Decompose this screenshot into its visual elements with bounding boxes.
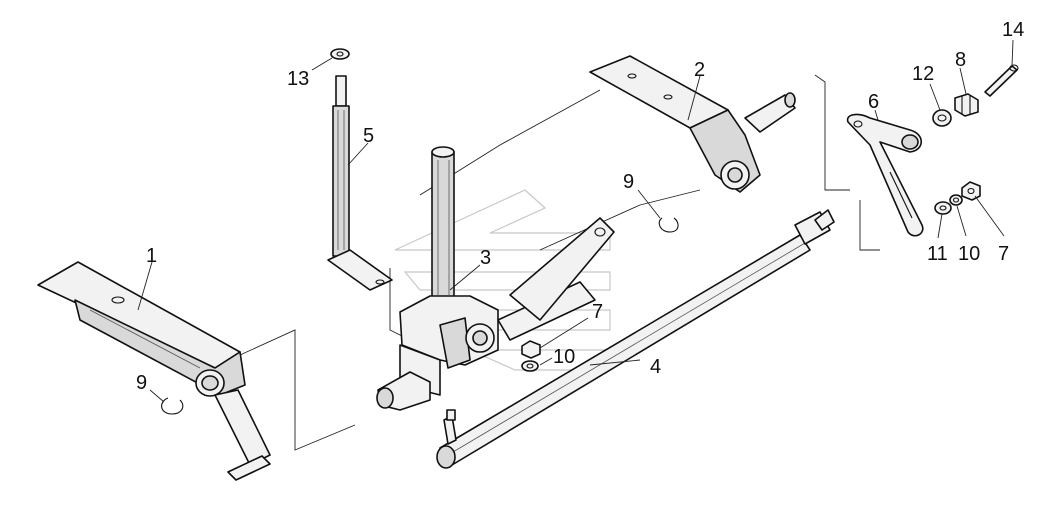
part-1-pedal-lever bbox=[37, 261, 271, 481]
callout-14: 14 bbox=[1002, 19, 1024, 41]
part-8-castle-nut bbox=[954, 93, 979, 117]
part-3-shaft-bracket bbox=[376, 146, 615, 411]
part-9-snap-ring-right bbox=[658, 217, 679, 233]
part-6-lever-arm bbox=[846, 113, 924, 237]
part-7-nut-right bbox=[961, 181, 981, 201]
callout-13: 13 bbox=[287, 68, 309, 90]
callout-9-left: 9 bbox=[136, 372, 147, 394]
callout-10-right: 10 bbox=[958, 243, 980, 265]
part-13-washer bbox=[330, 48, 350, 60]
callout-labels: 1 2 3 4 5 6 7 7 8 9 9 10 10 11 12 13 14 bbox=[136, 19, 1024, 394]
callout-10-center: 10 bbox=[553, 346, 575, 368]
part-14-cotter-pin bbox=[984, 64, 1019, 97]
part-12-washer bbox=[932, 109, 952, 127]
callout-11: 11 bbox=[927, 243, 948, 265]
callout-7-center: 7 bbox=[592, 301, 603, 323]
callout-4: 4 bbox=[650, 356, 661, 378]
part-2-upper-lever bbox=[589, 55, 796, 193]
part-10-washer-right bbox=[949, 194, 963, 206]
callout-7-right: 7 bbox=[998, 243, 1009, 265]
part-5-rod-with-bracket bbox=[327, 75, 393, 291]
callout-12: 12 bbox=[912, 63, 934, 85]
part-10-washer-center bbox=[521, 360, 539, 372]
callout-6: 6 bbox=[868, 91, 879, 113]
callout-8: 8 bbox=[955, 49, 966, 71]
callout-3: 3 bbox=[480, 247, 491, 269]
part-7-nut-center bbox=[521, 340, 541, 359]
leader-lines bbox=[137, 39, 1014, 403]
callout-9-right: 9 bbox=[623, 171, 634, 193]
callout-5: 5 bbox=[363, 125, 374, 147]
callout-1: 1 bbox=[146, 245, 157, 267]
part-9-snap-ring-left bbox=[161, 397, 184, 415]
callout-2: 2 bbox=[694, 59, 705, 81]
part-11-washer-right bbox=[934, 201, 952, 215]
part-4-long-rod bbox=[436, 209, 835, 469]
